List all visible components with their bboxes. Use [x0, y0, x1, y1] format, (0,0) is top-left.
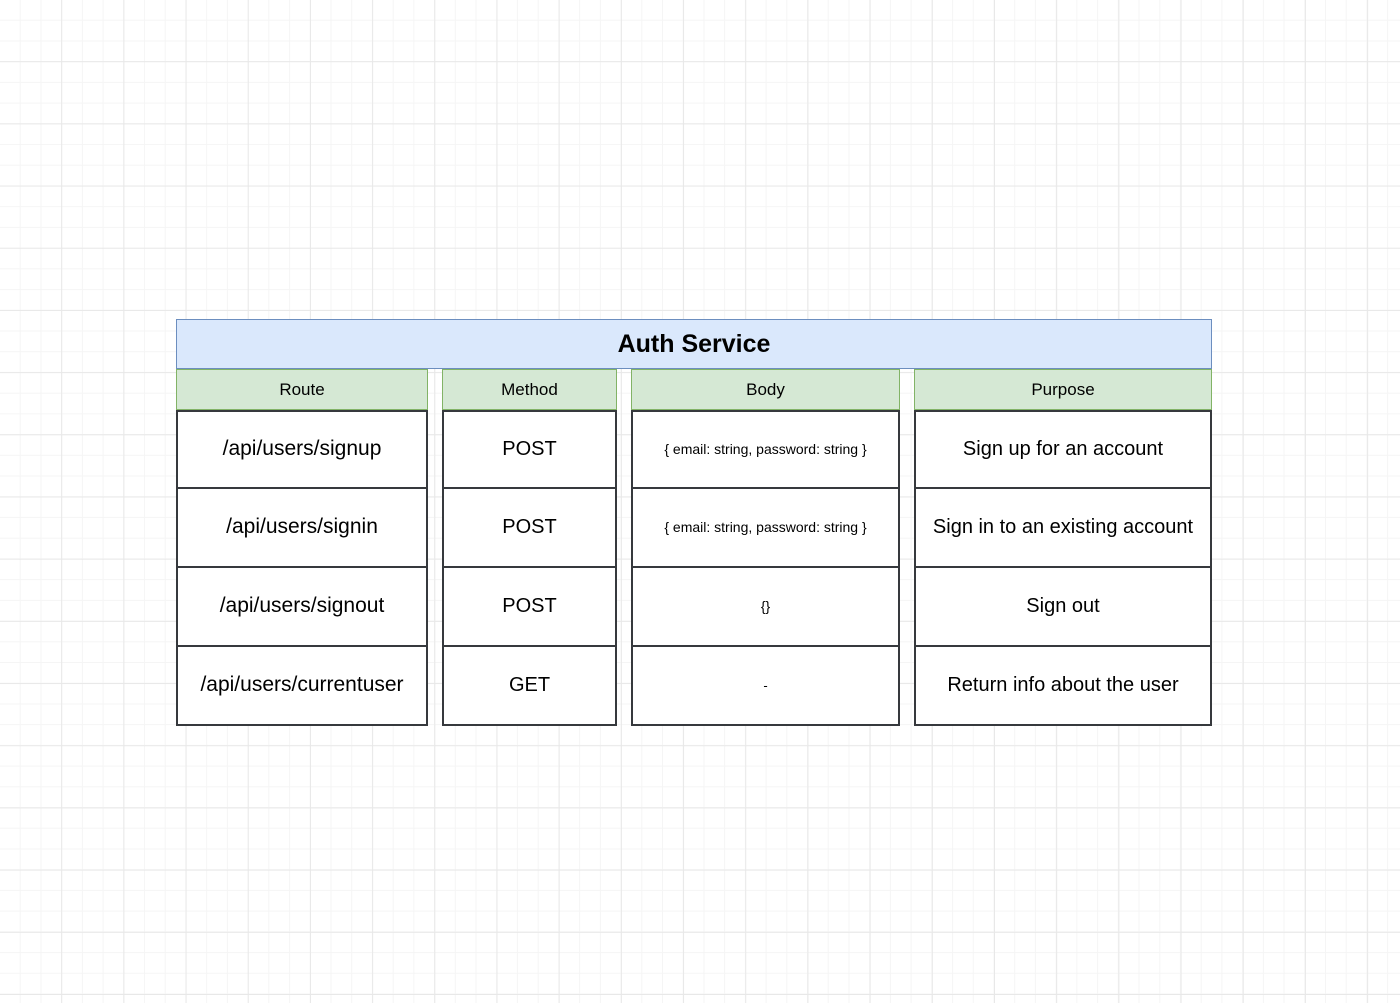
table-title-bar[interactable]: Auth Service [176, 319, 1212, 369]
cell-method-3[interactable]: POST [442, 568, 617, 647]
cell-purpose-1[interactable]: Sign up for an account [914, 410, 1212, 489]
cell-body-3[interactable]: {} [631, 568, 900, 647]
cell-purpose-2[interactable]: Sign in to an existing account [914, 489, 1212, 568]
cell-method-1[interactable]: POST [442, 410, 617, 489]
cell-route-1[interactable]: /api/users/signup [176, 410, 428, 489]
cell-method-2[interactable]: POST [442, 489, 617, 568]
cell-body-1[interactable]: { email: string, password: string } [631, 410, 900, 489]
column-header-body[interactable]: Body [631, 369, 900, 410]
cell-body-4[interactable]: - [631, 647, 900, 726]
column-header-purpose[interactable]: Purpose [914, 369, 1212, 410]
auth-service-table: Auth Service Route /api/users/signup /ap… [176, 319, 1212, 726]
column-method: Method POST POST POST GET [442, 369, 617, 726]
cell-route-4[interactable]: /api/users/currentuser [176, 647, 428, 726]
column-header-route[interactable]: Route [176, 369, 428, 410]
cell-purpose-3[interactable]: Sign out [914, 568, 1212, 647]
column-header-method[interactable]: Method [442, 369, 617, 410]
page-title: Auth Service [617, 329, 771, 358]
cell-purpose-4[interactable]: Return info about the user [914, 647, 1212, 726]
column-body: Body { email: string, password: string }… [631, 369, 900, 726]
cell-body-2[interactable]: { email: string, password: string } [631, 489, 900, 568]
column-purpose: Purpose Sign up for an account Sign in t… [914, 369, 1212, 726]
cell-method-4[interactable]: GET [442, 647, 617, 726]
cell-route-2[interactable]: /api/users/signin [176, 489, 428, 568]
column-route: Route /api/users/signup /api/users/signi… [176, 369, 428, 726]
cell-route-3[interactable]: /api/users/signout [176, 568, 428, 647]
table-columns: Route /api/users/signup /api/users/signi… [176, 369, 1212, 726]
